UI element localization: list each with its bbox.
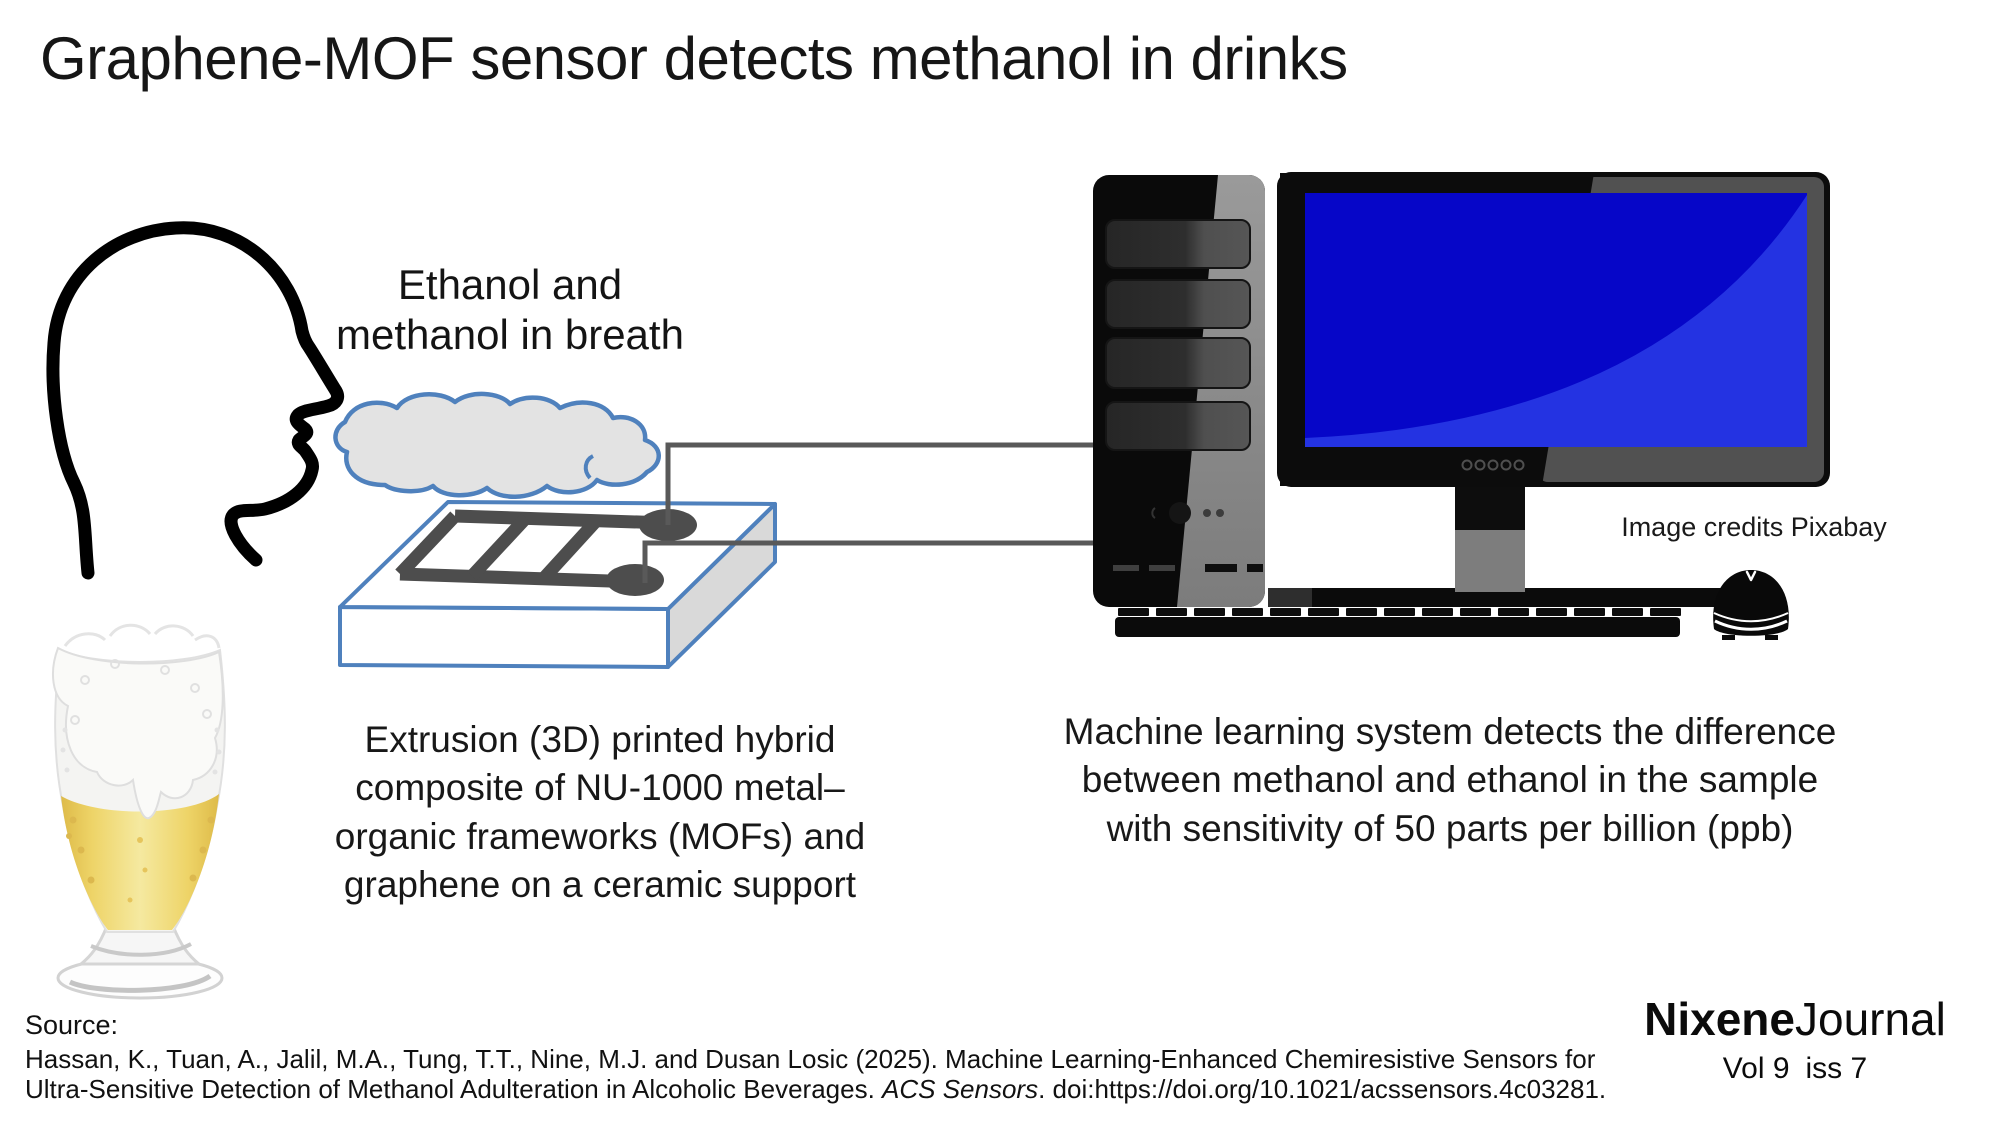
sensor-caption-line1: Extrusion (3D) printed hybrid (364, 719, 836, 760)
monitor-stand (1455, 487, 1525, 530)
breath-cloud-icon (333, 391, 661, 499)
ml-caption-line3: with sensitivity of 50 parts per billion… (1106, 807, 1794, 849)
scroll-wheel-notch (1745, 570, 1757, 582)
monitor-buttons (1461, 459, 1525, 471)
source-citation-line1: Hassan, K., Tuan, A., Jalil, M.A., Tung,… (25, 1044, 1596, 1074)
keyboard-keys (1118, 608, 1681, 616)
source-citation-line2: Ultra-Sensitive Detection of Methanol Ad… (25, 1074, 1606, 1104)
front-ports (1113, 564, 1263, 572)
ml-caption-line1: Machine learning system detects the diff… (1063, 711, 1837, 752)
sensor-wires (642, 442, 1120, 583)
journal-logo: NixeneJournal Vol 9 iss 7 (1630, 992, 1960, 1086)
human-head-profile-icon (46, 221, 345, 580)
journal-name-bold: Nixene (1644, 993, 1795, 1045)
electrode-pattern (395, 509, 669, 589)
sensor-caption-line3: organic frameworks (MOFs) and (334, 815, 866, 857)
monitor-base (1268, 588, 1733, 607)
journal-volume-issue: Vol 9 iss 7 (1630, 1052, 1960, 1086)
contact-pad-bottom (606, 564, 664, 596)
sensor-caption-line2: composite of NU-1000 metal– (355, 767, 845, 809)
beer-glass-icon (52, 623, 226, 1000)
source-label: Source: (25, 1010, 119, 1040)
source-block: Source: Hassan, K., Tuan, A., Jalil, M.A… (25, 1010, 1606, 1104)
ml-caption-line2: between methanol and ethanol in the samp… (1081, 759, 1819, 801)
computer-monitor-icon (1277, 172, 1830, 487)
journal-issue: iss 7 (1805, 1052, 1868, 1085)
journal-name-regular: Journal (1794, 993, 1946, 1045)
breath-label-line1: Ethanol and (397, 261, 623, 308)
sensor-caption-line4: graphene on a ceramic support (343, 864, 857, 906)
mouse-icon (1713, 570, 1789, 640)
drive-bays (1105, 219, 1251, 451)
breath-label: Ethanol and methanol in breath (300, 260, 720, 359)
computer-tower-icon (1093, 175, 1265, 607)
desk-peripherals (1115, 487, 1789, 640)
ml-caption: Machine learning system detects the diff… (1000, 708, 1900, 853)
journal-volume: Vol 9 (1722, 1052, 1790, 1085)
page-title: Graphene-MOF sensor detects methanol in … (40, 25, 1348, 92)
image-credits: Image credits Pixabay (1621, 512, 1887, 542)
keyboard-icon (1115, 617, 1680, 637)
power-button-icon (1169, 502, 1191, 524)
source-citation-line2-post: . doi:https://doi.org/10.1021/acssensors… (1038, 1074, 1607, 1104)
mof-sensor-chip-icon (338, 500, 777, 669)
breath-label-line2: methanol in breath (336, 310, 684, 358)
sensor-caption: Extrusion (3D) printed hybrid composite … (330, 716, 870, 910)
source-citation-journal-name: ACS Sensors (882, 1074, 1039, 1104)
source-citation-line2-pre: Ultra-Sensitive Detection of Methanol Ad… (25, 1074, 883, 1104)
journal-name: NixeneJournal (1630, 992, 1960, 1046)
